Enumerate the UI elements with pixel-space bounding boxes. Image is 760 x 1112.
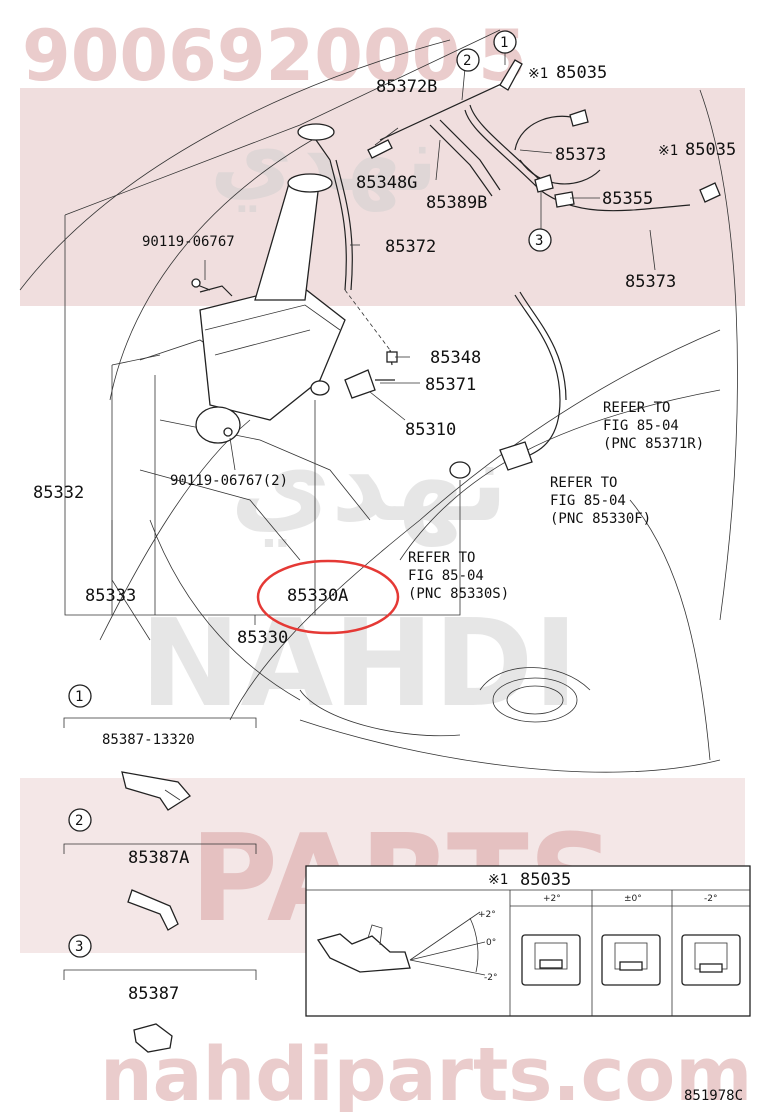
refer-note-1-line-2: FIG 85-04 bbox=[603, 418, 679, 434]
callout-1-text: 1 bbox=[500, 35, 508, 51]
label-85355: 85355 bbox=[602, 189, 653, 209]
washer-pump bbox=[344, 369, 376, 399]
washer-motor-body bbox=[195, 406, 241, 444]
connector-85348G bbox=[367, 139, 393, 159]
label-85373-b: 85373 bbox=[625, 272, 676, 292]
inset-angle-minus: -2° bbox=[484, 973, 497, 983]
label-85387A: 85387A bbox=[128, 848, 189, 868]
figure-code: 851978C bbox=[684, 1088, 743, 1104]
refer-note-2-line-3: (PNC 85330F) bbox=[550, 511, 651, 527]
label-90119-06767-2: 90119-06767(2) bbox=[170, 473, 288, 489]
callout-2-text: 2 bbox=[463, 53, 471, 69]
label-85332: 85332 bbox=[33, 483, 84, 503]
detail-2-callout-text: 2 bbox=[75, 813, 83, 829]
watermark-site: nahdiparts.com bbox=[100, 1032, 752, 1112]
label-85035-a: 85035 bbox=[556, 63, 607, 83]
refer-note-3-line-1: REFER TO bbox=[408, 550, 475, 566]
watermark-arabic-mid: نهدي bbox=[230, 418, 508, 547]
label-85387: 85387 bbox=[128, 984, 179, 1004]
label-85330: 85330 bbox=[237, 628, 288, 648]
callout-2: 2 bbox=[456, 48, 480, 72]
label-85348: 85348 bbox=[430, 348, 481, 368]
inset-col-minus2: -2° bbox=[704, 894, 717, 904]
part-labels: 85372B ※1 85035 ※1 85035 85348G 85373 85… bbox=[33, 63, 736, 648]
callout-3: 3 bbox=[528, 228, 552, 252]
detail-1: 1 85387-13320 bbox=[63, 684, 257, 811]
label-85387-13320: 85387-13320 bbox=[102, 732, 195, 748]
refer-note-1: REFER TO FIG 85-04 (PNC 85371R) bbox=[603, 400, 704, 452]
highlight-circle-85330A bbox=[256, 559, 400, 635]
inset-title-mark: ※1 bbox=[488, 872, 508, 888]
watermark-band-top bbox=[20, 88, 745, 306]
refer-note-2: REFER TO FIG 85-04 (PNC 85330F) bbox=[550, 475, 651, 527]
watermark-brand-nahdi: NAHDI bbox=[140, 595, 578, 734]
inset-angle-zero: 0° bbox=[486, 938, 496, 948]
label-85310: 85310 bbox=[405, 420, 456, 440]
label-85035-b: 85035 bbox=[685, 140, 736, 160]
hose-routing bbox=[310, 59, 721, 479]
refer-note-2-line-2: FIG 85-04 bbox=[550, 493, 626, 509]
grommet bbox=[310, 380, 330, 396]
label-85372B: 85372B bbox=[376, 77, 437, 97]
filler-cap bbox=[297, 123, 335, 141]
refer-note-1-line-3: (PNC 85371R) bbox=[603, 436, 704, 452]
inset-col-zero: ±0° bbox=[624, 894, 642, 904]
clip-85387 bbox=[133, 1023, 173, 1053]
label-85333: 85333 bbox=[85, 586, 136, 606]
refer-note-3-line-3: (PNC 85330S) bbox=[408, 586, 509, 602]
refer-note-1-line-1: REFER TO bbox=[603, 400, 670, 416]
leader-lines bbox=[64, 29, 656, 625]
label-85389B: 85389B bbox=[426, 193, 487, 213]
detail-2: 2 85387A bbox=[63, 808, 257, 931]
detail-1-callout-text: 1 bbox=[75, 689, 83, 705]
callout-3-text: 3 bbox=[535, 233, 543, 249]
callout-1: 1 bbox=[493, 30, 517, 54]
clip-85387A bbox=[127, 889, 179, 931]
bracket-bolt-upper bbox=[199, 285, 233, 297]
label-85371: 85371 bbox=[425, 375, 476, 395]
nozzle-front-plus2 bbox=[521, 934, 581, 986]
nozzle-front-minus2 bbox=[681, 934, 741, 986]
label-90119-06767: 90119-06767 bbox=[142, 234, 235, 250]
nozzle-side-view bbox=[316, 933, 411, 973]
bolt-lower bbox=[223, 427, 233, 437]
inset-angle-plus: +2° bbox=[478, 910, 496, 920]
detail-3: 3 85387 bbox=[63, 934, 257, 1053]
refer-note-2-line-1: REFER TO bbox=[550, 475, 617, 491]
inset-col-plus2: +2° bbox=[543, 894, 561, 904]
watermark-arabic-top: نهدي bbox=[210, 107, 438, 212]
label-star-mark-1: ※1 bbox=[528, 66, 548, 82]
label-85348G: 85348G bbox=[356, 173, 417, 193]
washer-reservoir bbox=[191, 123, 346, 444]
nozzle-upper bbox=[499, 59, 523, 91]
label-85330A: 85330A bbox=[287, 586, 348, 606]
refer-note-3-line-2: FIG 85-04 bbox=[408, 568, 484, 584]
detail-3-callout-text: 3 bbox=[75, 939, 83, 955]
label-85372: 85372 bbox=[385, 237, 436, 257]
label-85373-a: 85373 bbox=[555, 145, 606, 165]
refer-note-3: REFER TO FIG 85-04 (PNC 85330S) bbox=[408, 550, 509, 602]
label-star-mark-2: ※1 bbox=[658, 143, 678, 159]
clip-85387-13320 bbox=[121, 771, 191, 811]
nozzle-adjust-inset: ※1 85035 +2° ±0° -2° +2° 0° -2° bbox=[305, 865, 751, 1017]
inset-title: 85035 bbox=[520, 870, 571, 890]
nozzle-front-zero bbox=[601, 934, 661, 986]
